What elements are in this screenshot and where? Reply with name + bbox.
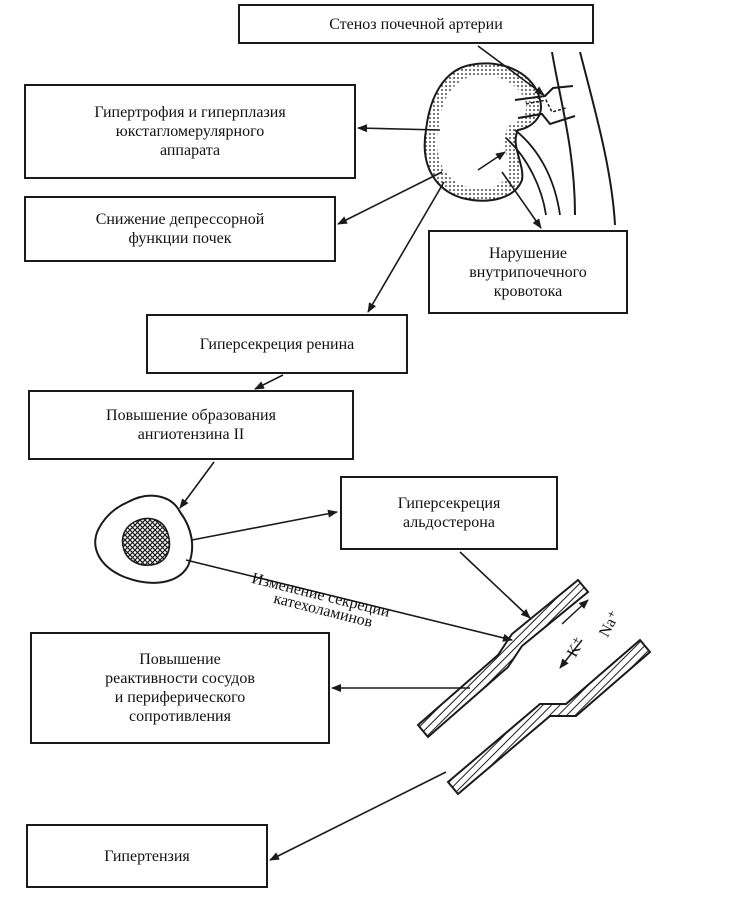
box-renin-hypersecretion-label: Гиперсекреция ренина — [199, 335, 355, 353]
potassium-arrow-icon — [559, 639, 583, 669]
arrow-kidney-to-depressor — [337, 171, 443, 225]
box-renal-artery-stenosis-label: Стеноз почечной артерии — [329, 15, 503, 33]
box-depressor-function-label: Снижение депрессорной функции почек — [95, 211, 265, 247]
box-intrarenal-bloodflow-label: Нарушение внутрипочечного кровотока — [469, 244, 587, 300]
box-renal-artery-stenosis: Стеноз почечной артерии — [238, 4, 594, 44]
box-intrarenal-bloodflow: Нарушение внутрипочечного кровотока — [428, 230, 628, 314]
vessel-wall-upper-icon — [416, 578, 590, 739]
arrow-vessel-to-hypertension — [269, 771, 447, 861]
box-jga-hypertrophy: Гипертрофия и гиперплазия юкстагломеруля… — [24, 84, 356, 179]
arrow-intrarenal-to-kidney — [477, 151, 506, 171]
arrow-adrenal-to-vessel — [185, 559, 513, 642]
connector-arrows — [179, 45, 545, 861]
arrow-angiotensin-to-adrenal — [179, 461, 215, 509]
arrow-kidney-to-intrarenal — [501, 171, 542, 229]
box-vascular-reactivity-label: Повышение реактивности сосудов и перифер… — [105, 651, 255, 725]
arrow-kidney-to-hypertrophy — [357, 124, 441, 133]
arrow-aldosterone-to-vessel — [459, 551, 531, 619]
adrenal-gland-icon — [94, 494, 194, 584]
aorta-icon — [551, 51, 616, 226]
kidney-icon — [423, 62, 542, 202]
vessel-wall-lower-icon — [446, 638, 652, 796]
box-angiotensin-formation-label: Повышение образования ангиотензина II — [106, 407, 276, 443]
box-jga-hypertrophy-label: Гипертрофия и гиперплазия юкстагломеруля… — [94, 104, 286, 159]
arrow-adrenal-to-aldosterone — [191, 509, 338, 541]
box-hypertension: Гипертензия — [26, 824, 268, 888]
renal-artery-icon — [514, 85, 576, 126]
box-aldosterone-hypersecretion-label: Гиперсекреция альдостерона — [397, 495, 501, 531]
sodium-arrow-icon — [561, 599, 589, 625]
box-depressor-function: Снижение депрессорной функции почек — [24, 196, 336, 262]
box-hypertension-label: Гипертензия — [104, 847, 190, 865]
arrow-kidney-to-renin — [367, 181, 445, 313]
arrow-renin-to-angiotensin — [254, 374, 284, 390]
box-vascular-reactivity: Повышение реактивности сосудов и перифер… — [30, 632, 330, 744]
box-renin-hypersecretion: Гиперсекреция ренина — [146, 314, 408, 374]
box-aldosterone-hypersecretion: Гиперсекреция альдостерона — [340, 476, 558, 550]
ureter-icon — [505, 129, 561, 216]
box-angiotensin-formation: Повышение образования ангиотензина II — [28, 390, 354, 460]
arrow-stenosis-to-artery — [477, 45, 545, 96]
